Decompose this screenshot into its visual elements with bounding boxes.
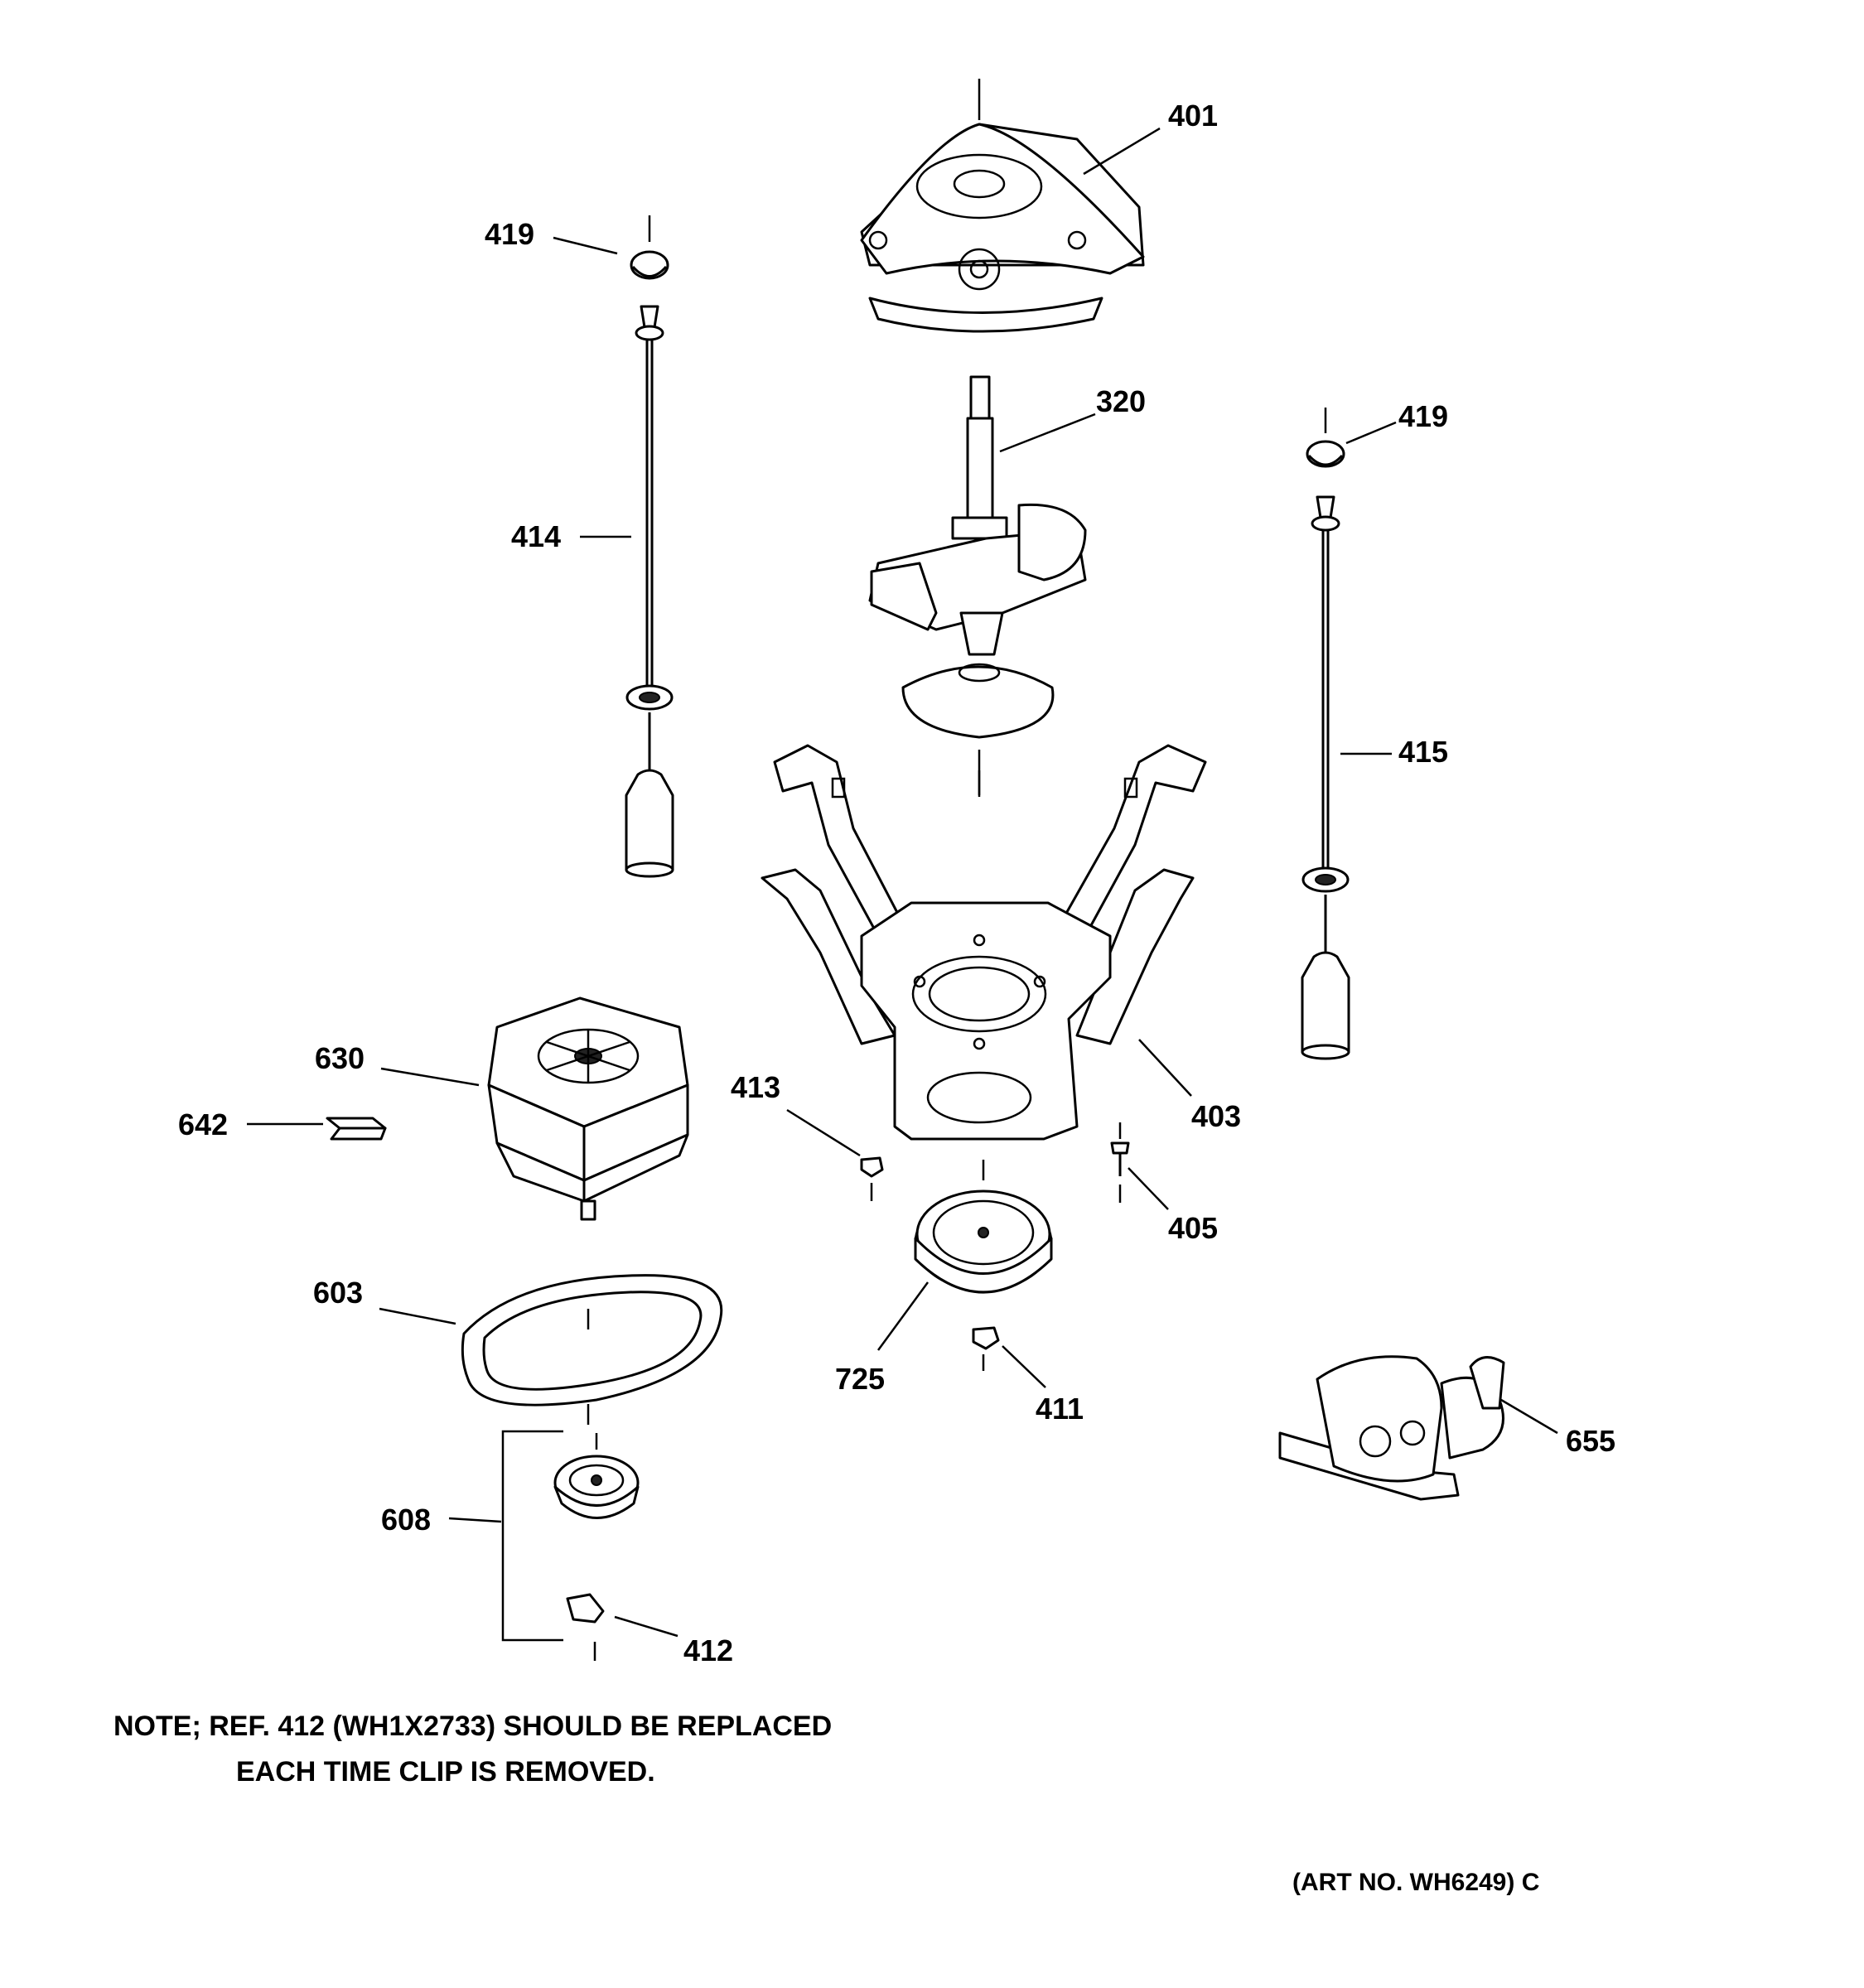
- art-number: (ART NO. WH6249) C: [1292, 1869, 1539, 1896]
- note-line-1: NOTE; REF. 412 (WH1X2733) SHOULD BE REPL…: [113, 1711, 832, 1742]
- leader-405: [1128, 1167, 1169, 1210]
- callout-642: 642: [178, 1107, 228, 1141]
- part-414-suspension-rod: [625, 305, 674, 878]
- callout-320: 320: [1096, 384, 1146, 418]
- leader-419-left: [553, 236, 618, 255]
- part-419-right-cap: [1306, 408, 1345, 468]
- leader-608: [448, 1517, 502, 1523]
- callout-725: 725: [835, 1362, 885, 1396]
- callout-405: 405: [1168, 1211, 1218, 1245]
- part-642-connector: [326, 1117, 387, 1141]
- part-401-cover: [860, 79, 1145, 333]
- callout-412: 412: [683, 1633, 733, 1667]
- part-603-belt: [461, 1274, 723, 1425]
- leader-419-right: [1345, 421, 1397, 445]
- part-655-pump: [1278, 1355, 1505, 1501]
- leader-320: [999, 413, 1096, 453]
- callout-414: 414: [511, 519, 561, 553]
- leader-412: [614, 1615, 678, 1638]
- callout-401: 401: [1168, 99, 1218, 133]
- note-line-2: EACH TIME CLIP IS REMOVED.: [236, 1756, 655, 1788]
- part-725-pulley: [914, 1160, 1053, 1294]
- part-419-left-cap: [630, 215, 669, 280]
- callout-411: 411: [1036, 1392, 1084, 1426]
- part-411-nut: [972, 1326, 1000, 1371]
- callout-415: 415: [1398, 735, 1448, 769]
- part-413-nut: [860, 1156, 884, 1201]
- leader-630: [380, 1067, 480, 1087]
- leader-403: [1138, 1039, 1192, 1097]
- part-415-suspension-rod: [1301, 495, 1350, 1060]
- part-412-clip: [566, 1593, 605, 1661]
- callout-419-left: 419: [485, 217, 534, 251]
- leader-725: [876, 1281, 930, 1351]
- callout-630: 630: [315, 1041, 365, 1075]
- part-405-screw: [1110, 1122, 1130, 1203]
- callout-413: 413: [731, 1070, 780, 1104]
- part-320-transmission: [868, 375, 1087, 795]
- leader-401: [1083, 127, 1161, 176]
- callout-403: 403: [1191, 1099, 1241, 1133]
- bracket-608: [501, 1430, 563, 1642]
- leader-413: [786, 1108, 861, 1157]
- callout-419-right: 419: [1398, 399, 1448, 433]
- leader-411: [1002, 1345, 1046, 1388]
- part-630-motor: [487, 996, 689, 1221]
- leader-603: [379, 1307, 456, 1325]
- leader-655: [1500, 1398, 1558, 1435]
- part-608-drive-pulley: [553, 1433, 640, 1519]
- part-403-bracket: [761, 744, 1207, 1141]
- callout-603: 603: [313, 1276, 363, 1310]
- callout-608: 608: [381, 1503, 431, 1537]
- callout-655: 655: [1566, 1424, 1615, 1458]
